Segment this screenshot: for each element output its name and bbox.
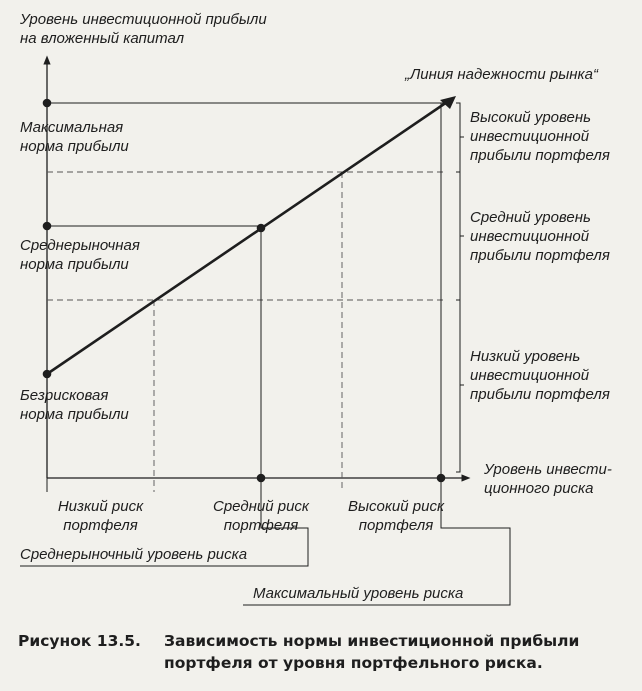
max-return-label: Максимальная норма прибыли: [20, 118, 129, 156]
high-return-zone-line-2: инвестиционной: [470, 128, 590, 145]
y-axis-title-line-1: Уровень инвестиционной прибыли: [20, 11, 267, 28]
riskfree-dot: [42, 369, 52, 379]
high-risk-zone-line-2: портфеля: [358, 517, 434, 534]
caption-number: Рисунок 13.5.: [18, 632, 141, 650]
x-axis-title: Уровень инвести- ционного риска: [484, 460, 612, 498]
high-return-zone-line-3: прибыли портфеля: [470, 147, 610, 164]
caption-text-1: Зависимость нормы инвестиционной прибыли: [164, 632, 580, 650]
max-return-dot: [42, 98, 52, 108]
market-line: [46, 98, 451, 376]
risk-zone-ticks: [46, 478, 442, 492]
riskfree-label: Безрисковая норма прибыли: [20, 386, 129, 424]
low-return-zone-line-3: прибыли портфеля: [470, 386, 610, 403]
high-return-zone-line-1: Высокий уровень: [470, 109, 591, 126]
caption-line-1: Рисунок 13.5. Зависимость нормы инвестици…: [18, 630, 579, 652]
avg-return-label-line-1: Среднерыночная: [20, 237, 140, 254]
y-axis-title: Уровень инвестиционной прибыли на вложен…: [20, 10, 267, 48]
avg-risk-leader: [20, 478, 309, 567]
mid-return-zone-line-3: прибыли портфеля: [470, 247, 610, 264]
market-line-arrowhead: [440, 96, 456, 109]
low-risk-zone-label: Низкий риск портфеля: [47, 497, 154, 535]
mid-return-zone-label: Средний уровень инвестиционной прибыли п…: [470, 208, 610, 265]
x-axis-title-line-1: Уровень инвести-: [484, 461, 612, 478]
low-return-zone-label: Низкий уровень инвестиционной прибыли по…: [470, 347, 610, 404]
low-risk-zone-line-2: портфеля: [63, 517, 138, 534]
low-return-zone-line-1: Низкий уровень: [470, 348, 581, 365]
avg-return-dot: [42, 221, 52, 231]
mid-risk-zone-label: Средний риск портфеля: [180, 497, 342, 535]
max-risk-leader: [243, 478, 511, 606]
avg-risk-label: Среднерыночный уровень риска: [20, 546, 248, 563]
mid-risk-zone-line-1: Средний риск: [212, 498, 309, 515]
low-risk-zone-line-1: Низкий риск: [57, 498, 144, 515]
max-return-label-line-2: норма прибыли: [20, 138, 129, 155]
mid-return-zone-line-1: Средний уровень: [470, 209, 591, 226]
high-risk-zone-line-1: Высокий риск: [347, 498, 445, 515]
market-line-label: „Линия надежности рынка“: [405, 66, 598, 83]
caption-text-2: портфеля от уровня портфельного риска.: [164, 654, 543, 672]
return-zones-brace: [456, 102, 464, 473]
avg-point-dot: [256, 223, 266, 233]
x-axis-title-line-2: ционного риска: [484, 480, 594, 497]
low-return-zone-line-2: инвестиционной: [470, 367, 590, 384]
figure-caption: Рисунок 13.5. Зависимость нормы инвестици…: [18, 630, 579, 674]
riskfree-label-line-2: норма прибыли: [20, 406, 129, 423]
avg-return-label: Среднерыночная норма прибыли: [20, 236, 140, 274]
high-risk-zone-label: Высокий риск портфеля: [333, 497, 459, 535]
max-risk-label: Максимальный уровень риска: [253, 585, 464, 602]
mid-return-zone-line-2: инвестиционной: [470, 228, 590, 245]
max-return-label-line-1: Максимальная: [20, 119, 124, 136]
riskfree-label-line-1: Безрисковая: [20, 387, 109, 404]
high-return-zone-label: Высокий уровень инвестиционной прибыли п…: [470, 108, 610, 165]
avg-return-label-line-2: норма прибыли: [20, 256, 129, 273]
mid-risk-zone-line-2: портфеля: [223, 517, 299, 534]
y-axis-title-line-2: на вложенный капитал: [20, 30, 185, 47]
